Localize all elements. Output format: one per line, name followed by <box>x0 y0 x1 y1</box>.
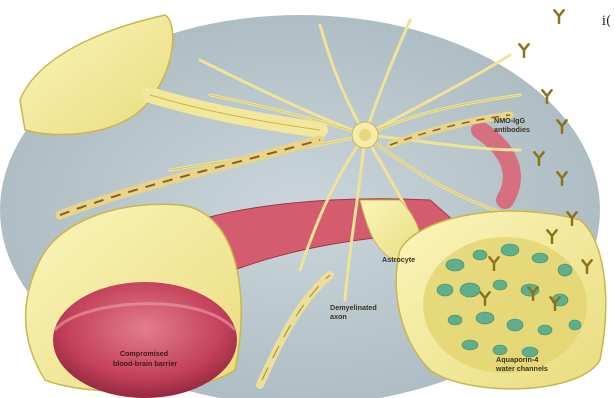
antibody-y-icon <box>554 10 563 23</box>
label-aquaporin-4: Aquaporin-4 water channels <box>495 355 548 373</box>
antibody-y-icon <box>519 44 528 57</box>
astrocyte-body <box>352 122 378 148</box>
label-astrocyte: Astrocyte <box>382 255 415 264</box>
label-nmo-igg-antibodies: NMO-IgG antibodies <box>494 116 530 134</box>
compromised-vessel-lumen <box>53 282 237 398</box>
label-compromised-bbb: Compromised blood-brain barrier <box>113 349 177 368</box>
